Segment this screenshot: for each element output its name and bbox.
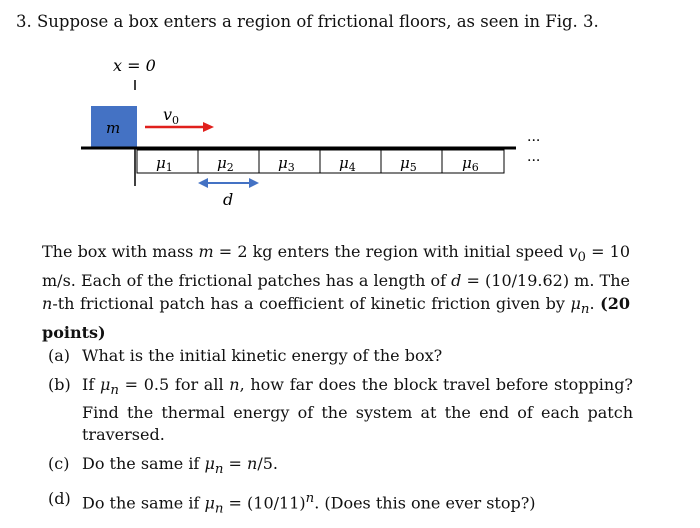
d-arrowhead-right — [249, 178, 259, 188]
ellipsis-upper: ... — [527, 129, 540, 145]
friction-patches — [136, 149, 505, 174]
mu-3-label: μ3 — [278, 154, 295, 174]
problem-statement: The box with mass m = 2 kg enters the re… — [42, 242, 631, 343]
mass-label: m — [106, 119, 120, 137]
mu-1-label: μ1 — [156, 154, 173, 174]
x-zero-label: x = 0 — [113, 56, 156, 75]
figure-3: x = 0 m v0 μ1 μ2 μ3 μ4 μ5 μ6 ... ... d — [81, 56, 540, 209]
part-b: (b) If μn = 0.5 for all n, how far does … — [48, 375, 634, 445]
velocity-arrowhead — [203, 122, 214, 132]
part-a: (a) What is the initial kinetic energy o… — [48, 346, 443, 365]
velocity-label: v0 — [163, 105, 179, 127]
mu-5-label: μ5 — [400, 154, 417, 174]
patch-6 — [441, 149, 505, 174]
part-c: (c) Do the same if μn = n/5. — [48, 454, 278, 478]
mu-4-label: μ4 — [339, 154, 356, 174]
mu-2-label: μ2 — [217, 154, 234, 174]
d-label: d — [223, 190, 233, 209]
box — [91, 106, 137, 147]
points-label: (20 points) — [42, 294, 631, 343]
ellipsis-lower: ... — [527, 149, 540, 165]
question-parts: (a) What is the initial kinetic energy o… — [48, 345, 633, 528]
mu-6-label: μ6 — [462, 154, 479, 174]
question-title: 3. Suppose a box enters a region of fric… — [16, 12, 599, 31]
d-arrowhead-left — [198, 178, 208, 188]
